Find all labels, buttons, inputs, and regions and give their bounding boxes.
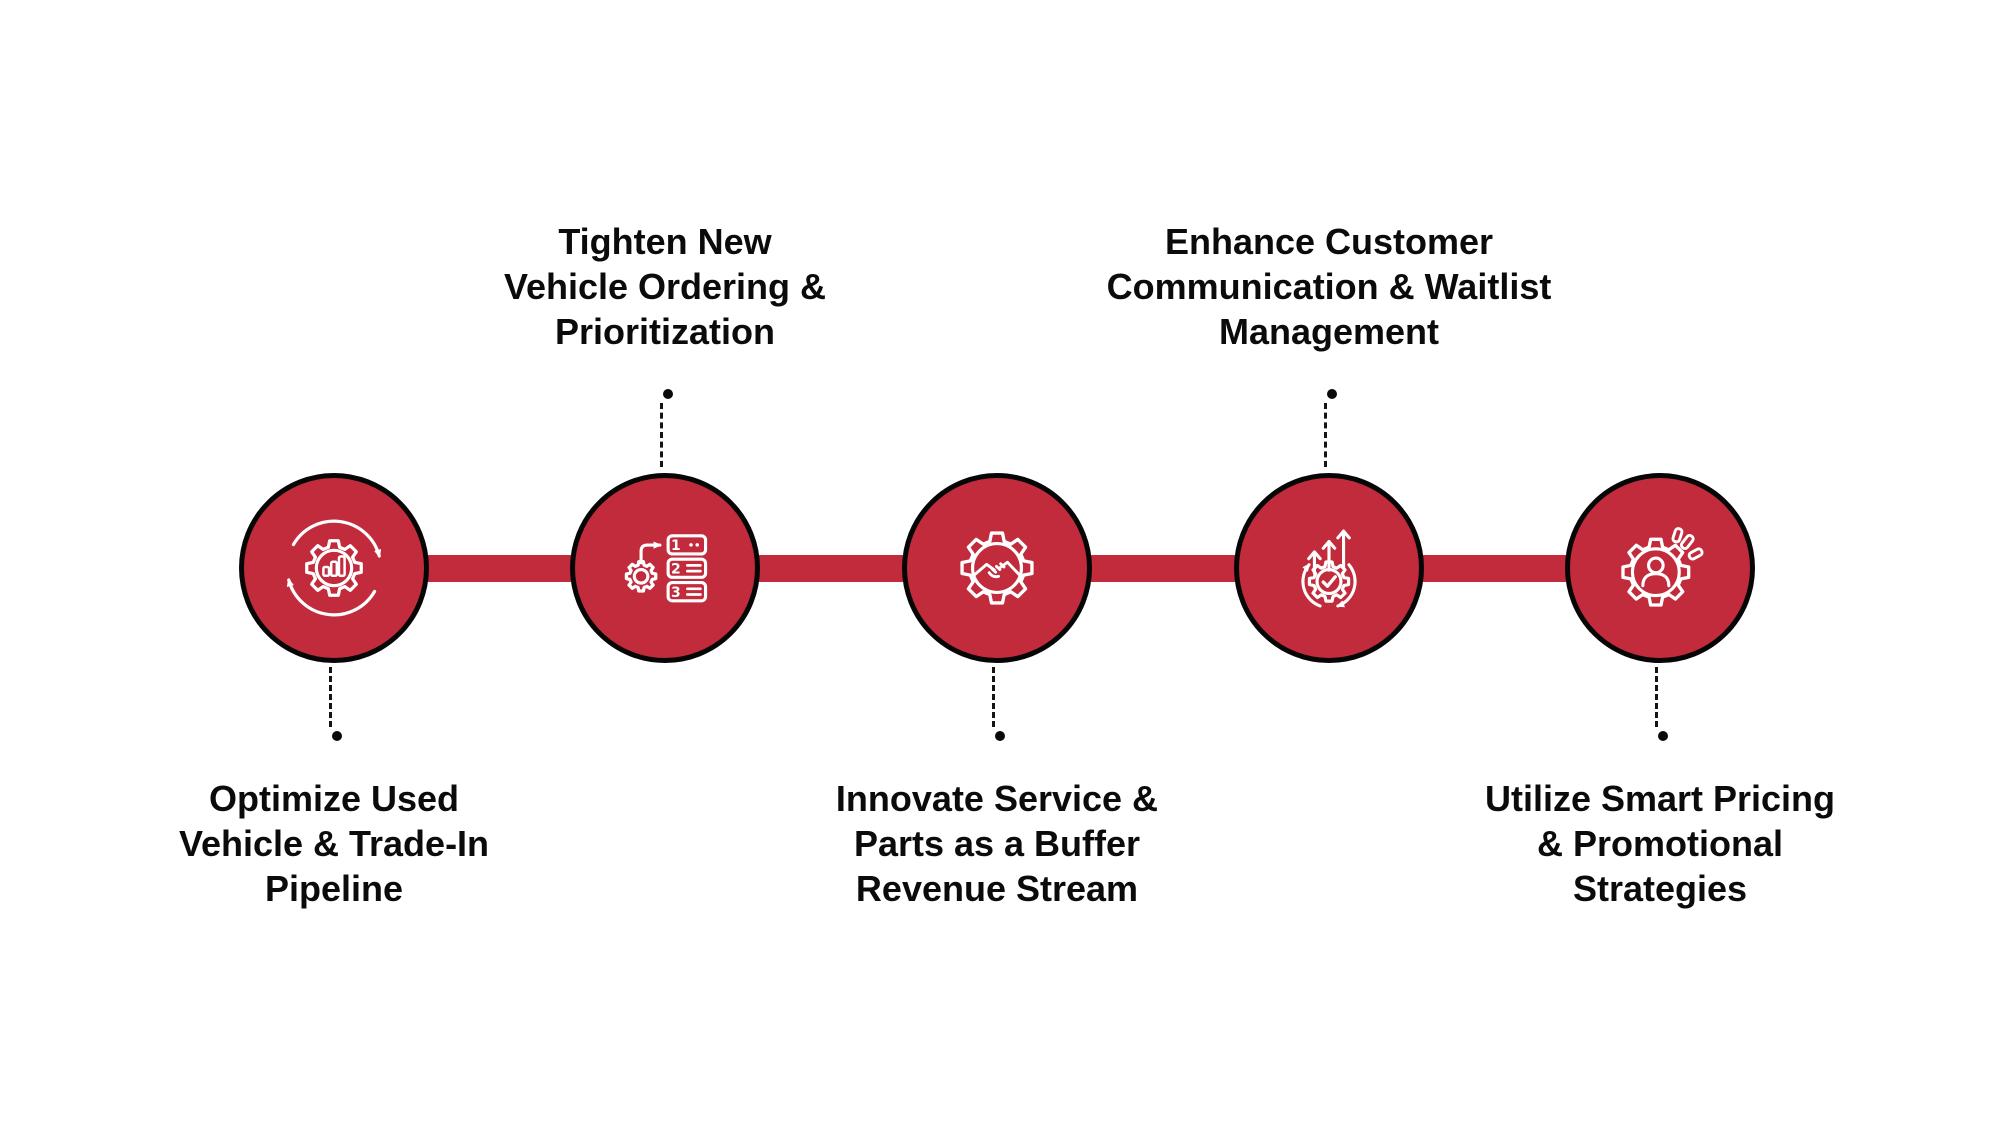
step-1-connector-dot [332,731,342,741]
priority-digit-3: 3 [671,585,681,601]
step-5-connector-dot [1658,731,1668,741]
step-4-label: Enhance Customer Communication & Waitlis… [1106,221,1552,352]
step-2-connector-dot [663,389,673,399]
step-1-dashed-connector [329,667,332,727]
gear-customer-pricing-icon [1621,527,1704,607]
step-3-dashed-connector [992,667,995,727]
gear-handshake-icon [960,531,1034,605]
step-5-circle [1565,473,1755,663]
priority-digit-2: 2 [671,562,681,578]
step-3-circle [902,473,1092,663]
step-1-label: Optimize Used Vehicle & Trade-In Pipelin… [178,778,490,909]
step-5-label: Utilize Smart Pricing & Promotional Stra… [1484,778,1836,909]
gear-priority-list-123-icon: 1 2 3 [624,534,708,603]
step-4-dashed-connector [1324,403,1327,467]
step-4-connector-dot [1327,389,1337,399]
priority-digit-1: 1 [671,538,681,554]
step-2-circle: 1 2 3 [570,473,760,663]
step-5-dashed-connector [1655,667,1658,727]
step-4-circle [1234,473,1424,663]
gear-refresh-bar-chart-icon [286,519,382,617]
step-2-dashed-connector [660,403,663,467]
step-2-label: Tighten New Vehicle Ordering & Prioritiz… [503,221,827,352]
step-3-connector-dot [995,731,1005,741]
step-3-label: Innovate Service & Parts as a Buffer Rev… [835,778,1159,909]
step-1-circle [239,473,429,663]
gear-growth-arrows-check-icon [1301,529,1357,608]
